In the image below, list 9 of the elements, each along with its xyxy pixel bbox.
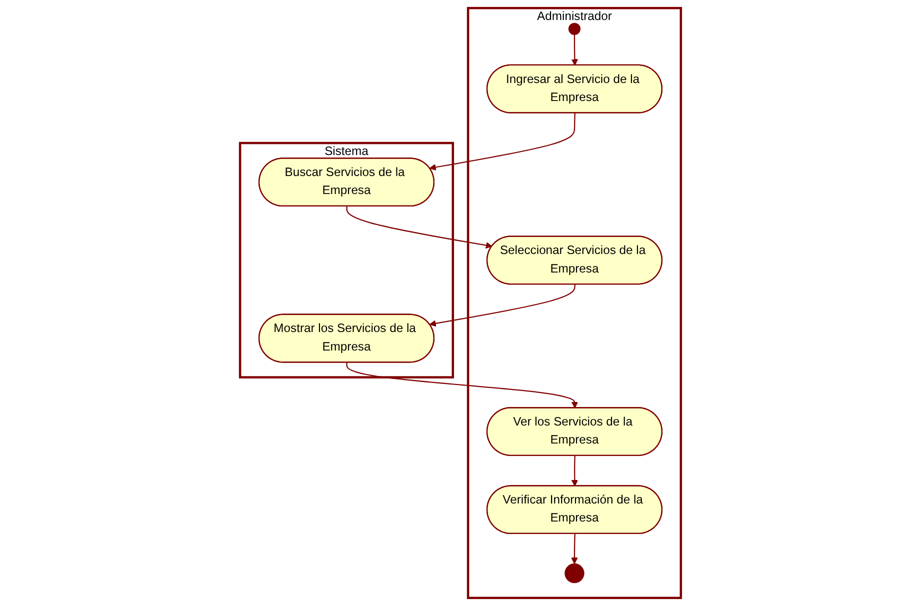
node-bullseye: [564, 563, 584, 584]
arrow: [570, 34, 578, 66]
arrow: [346, 362, 578, 408]
arrow: [570, 456, 578, 486]
node-circle: [568, 22, 580, 35]
arrow: [346, 206, 492, 249]
arrow: [428, 113, 575, 171]
arrow: [570, 534, 578, 564]
arrow: [428, 284, 575, 327]
